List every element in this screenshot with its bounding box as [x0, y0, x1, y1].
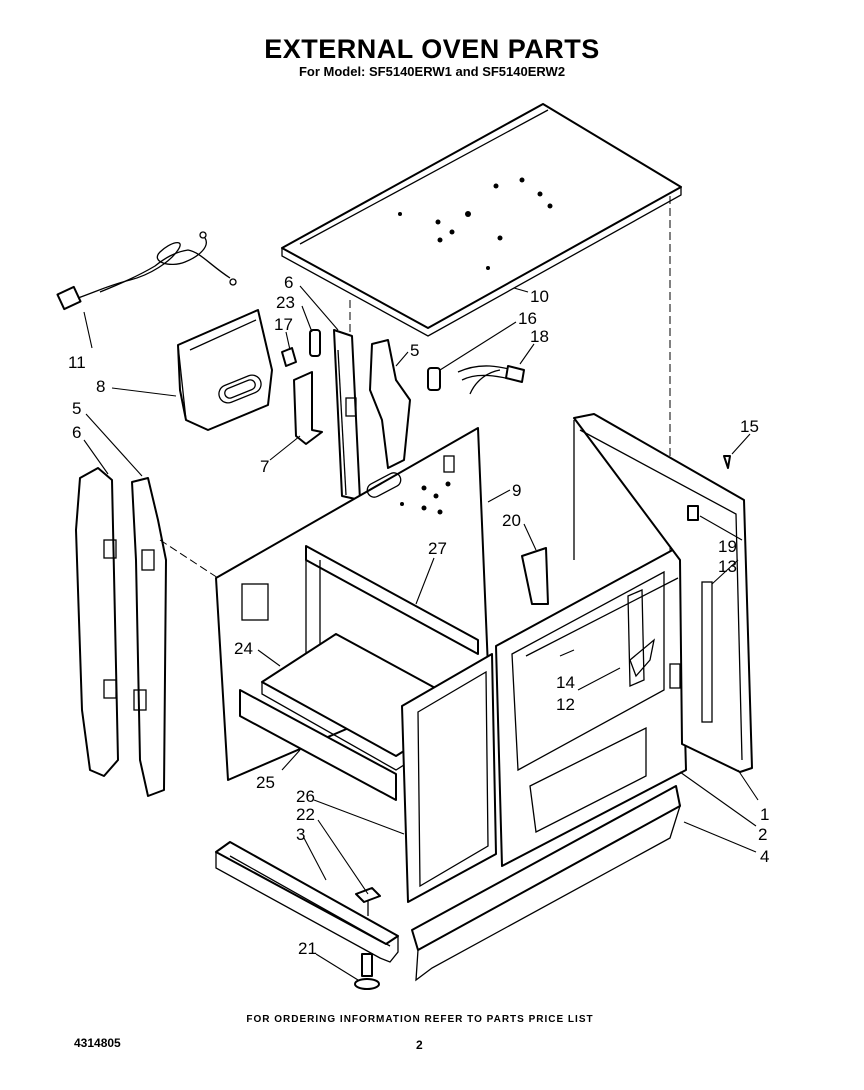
callout-20: 20: [502, 511, 521, 530]
right-side-panel: [495, 545, 687, 867]
power-cord: [56, 231, 237, 311]
callout-27: 27: [428, 539, 447, 558]
callout-13: 13: [718, 557, 737, 576]
model-subtitle: For Model: SF5140ERW1 and SF5140ERW2: [298, 64, 566, 79]
callout-4: 4: [760, 847, 769, 866]
callout-labels: 1 2 3 4 5 5 6 6 7 8 9 10 11 12 13 14 15 …: [68, 273, 769, 958]
callout-5-upper: 5: [410, 341, 419, 360]
leg-bracket: [355, 887, 381, 916]
vent-duct: [177, 309, 273, 431]
screw-15: [723, 455, 731, 469]
callout-15: 15: [740, 417, 759, 436]
callout-14: 14: [556, 673, 575, 692]
callout-18: 18: [530, 327, 549, 346]
callout-8: 8: [96, 377, 105, 396]
callout-6-upper: 6: [284, 273, 293, 292]
front-frame: [401, 653, 497, 903]
callout-10: 10: [530, 287, 549, 306]
callout-19: 19: [718, 537, 737, 556]
callout-11: 11: [68, 353, 86, 372]
leader-lines: [83, 285, 759, 981]
side-panel-left-outer: [75, 467, 119, 777]
callout-6-left: 6: [72, 423, 81, 442]
clip-19: [687, 505, 699, 521]
callout-12: 12: [556, 695, 575, 714]
callout-23: 23: [276, 293, 295, 312]
document-number: 4314805: [74, 1036, 121, 1050]
callout-1: 1: [760, 805, 769, 824]
bracket-7: [293, 371, 323, 445]
part-23: [309, 329, 321, 357]
callout-2: 2: [758, 825, 767, 844]
parts-16-18: [427, 365, 525, 395]
leveling-leg: [354, 953, 380, 990]
toe-plate: [215, 841, 399, 963]
clip-17: [281, 347, 297, 367]
outer-side-panel: [573, 413, 753, 773]
callout-24: 24: [234, 639, 253, 658]
base-rail: [411, 785, 682, 982]
callout-3: 3: [296, 825, 305, 844]
callout-16: 16: [518, 309, 537, 328]
callout-25: 25: [256, 773, 275, 792]
page-number: 2: [416, 1038, 423, 1052]
callout-5-left: 5: [72, 399, 81, 418]
callout-7: 7: [260, 457, 269, 476]
ordering-note: FOR ORDERING INFORMATION REFER TO PARTS …: [246, 1014, 594, 1025]
callout-21: 21: [298, 939, 317, 958]
callout-26: 26: [296, 787, 315, 806]
callout-17: 17: [274, 315, 293, 334]
callout-9: 9: [512, 481, 521, 500]
hinge-bracket-upper: [345, 339, 411, 469]
callout-22: 22: [296, 805, 315, 824]
side-panel-left-inner: [131, 477, 167, 797]
top-panel: [281, 103, 682, 337]
bracket-20: [521, 547, 549, 605]
page-title: EXTERNAL OVEN PARTS: [264, 34, 600, 64]
